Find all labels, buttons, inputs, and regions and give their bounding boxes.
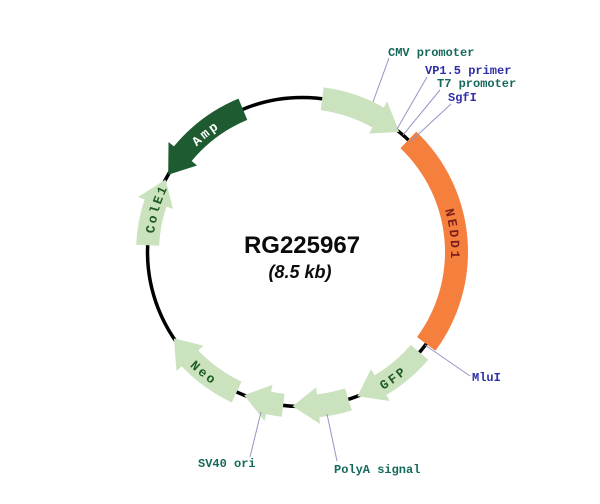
feature-arc-cole1 <box>136 179 174 246</box>
sv40-ori-label: SV40 ori <box>198 457 256 471</box>
feature-arc-neo <box>173 338 242 403</box>
mlui-site-label-leader-line <box>424 344 471 377</box>
feature-arc-gfp <box>357 344 429 402</box>
feature-arc-cmv-promoter <box>320 87 400 134</box>
feature-arc-polya-signal <box>292 387 352 425</box>
sv40-ori-label-leader-line <box>249 411 262 458</box>
feature-arc-sv40-ori <box>244 384 285 421</box>
feature-arc-amp <box>168 98 248 175</box>
plasmid-name: RG225967 <box>244 232 360 259</box>
sgfi-site-label-leader-line <box>409 103 452 143</box>
vp15-primer-label-leader-line <box>396 76 428 130</box>
t7-promoter-label: T7 promoter <box>437 77 516 91</box>
sgfi-site-label: SgfI <box>448 91 477 105</box>
cmv-promoter-label-leader-line <box>372 57 390 103</box>
mlui-site-label: MluI <box>472 371 501 385</box>
cmv-promoter-label: CMV promoter <box>388 46 474 60</box>
polya-signal-label: PolyA signal <box>334 463 420 477</box>
plasmid-size: (8.5 kb) <box>268 262 331 282</box>
t7-promoter-label-leader-line <box>402 89 441 136</box>
polya-signal-label-leader-line <box>326 413 338 462</box>
feature-arc-nedd1 <box>400 131 468 351</box>
vp15-primer-label: VP1.5 primer <box>425 64 511 78</box>
